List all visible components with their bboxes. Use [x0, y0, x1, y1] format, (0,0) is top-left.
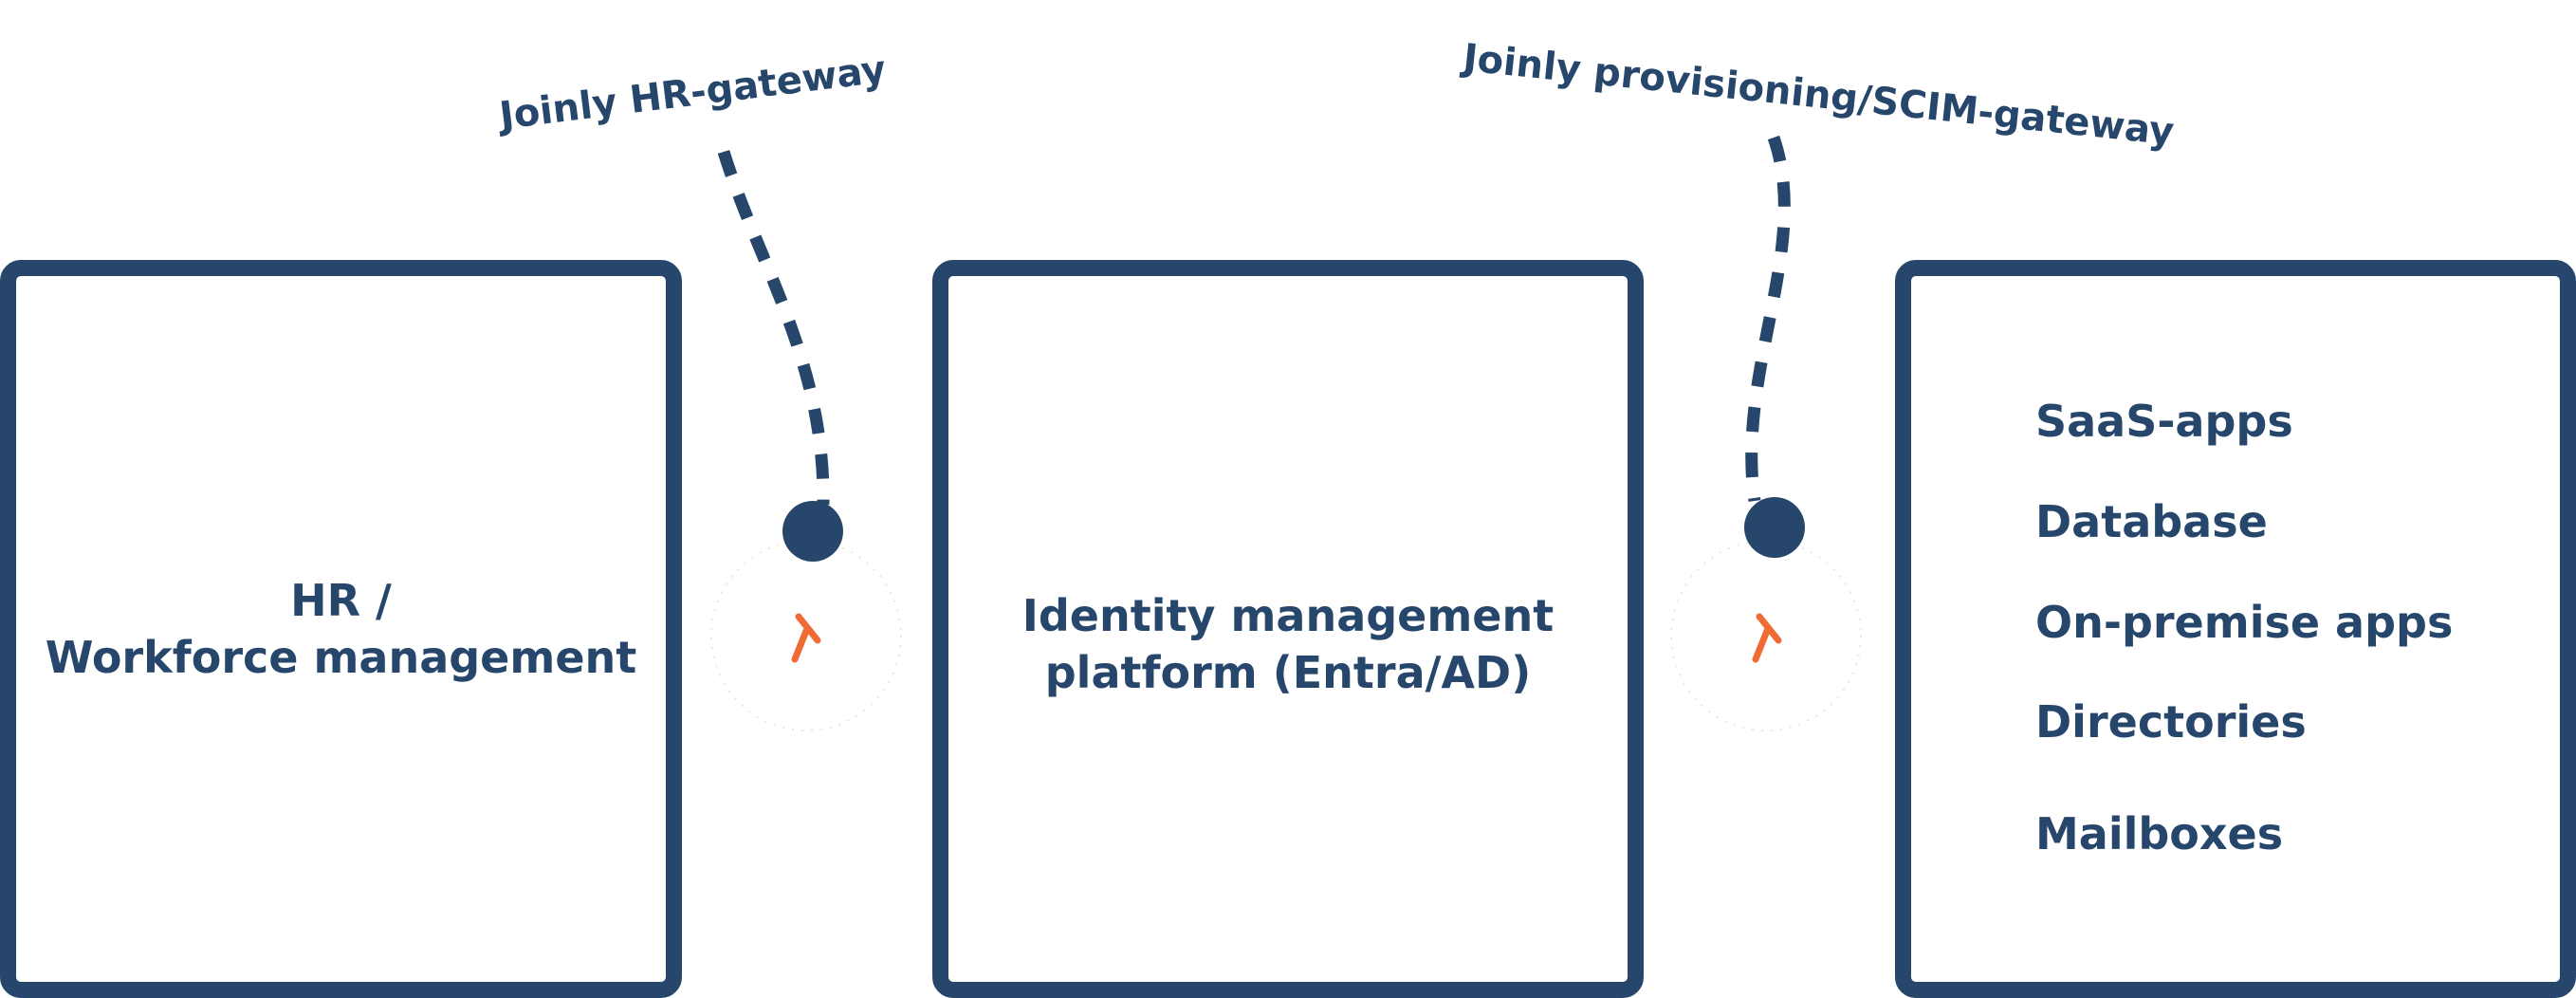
identity-platform-box: Identity management platform (Entra/AD) [932, 260, 1644, 998]
scim-gateway-connector [1745, 135, 1791, 502]
target-systems-box [1895, 260, 2576, 998]
hr-gateway-dot [782, 501, 843, 562]
target-item-database: Database [2035, 496, 2268, 547]
identity-platform-title: Identity management platform (Entra/AD) [948, 587, 1628, 701]
target-item-saas-apps: SaaS-apps [2035, 396, 2293, 447]
hr-system-title-line1: HR / [290, 575, 392, 626]
joinly-arrow-icon [791, 613, 821, 663]
target-item-mailboxes: Mailboxes [2035, 808, 2284, 859]
hr-system-box: HR / Workforce management [0, 260, 682, 998]
hr-system-title: HR / Workforce management [16, 572, 666, 686]
joinly-arrow-icon [1752, 613, 1782, 663]
identity-platform-title-line2: platform (Entra/AD) [1044, 647, 1532, 698]
target-item-directories: Directories [2035, 696, 2307, 748]
target-item-on-premise-apps: On-premise apps [2035, 597, 2454, 648]
hr-gateway-connector [717, 150, 830, 506]
identity-platform-title-line1: Identity management [1021, 590, 1555, 641]
scim-gateway-dot [1744, 497, 1805, 558]
hr-system-title-line2: Workforce management [45, 632, 637, 683]
